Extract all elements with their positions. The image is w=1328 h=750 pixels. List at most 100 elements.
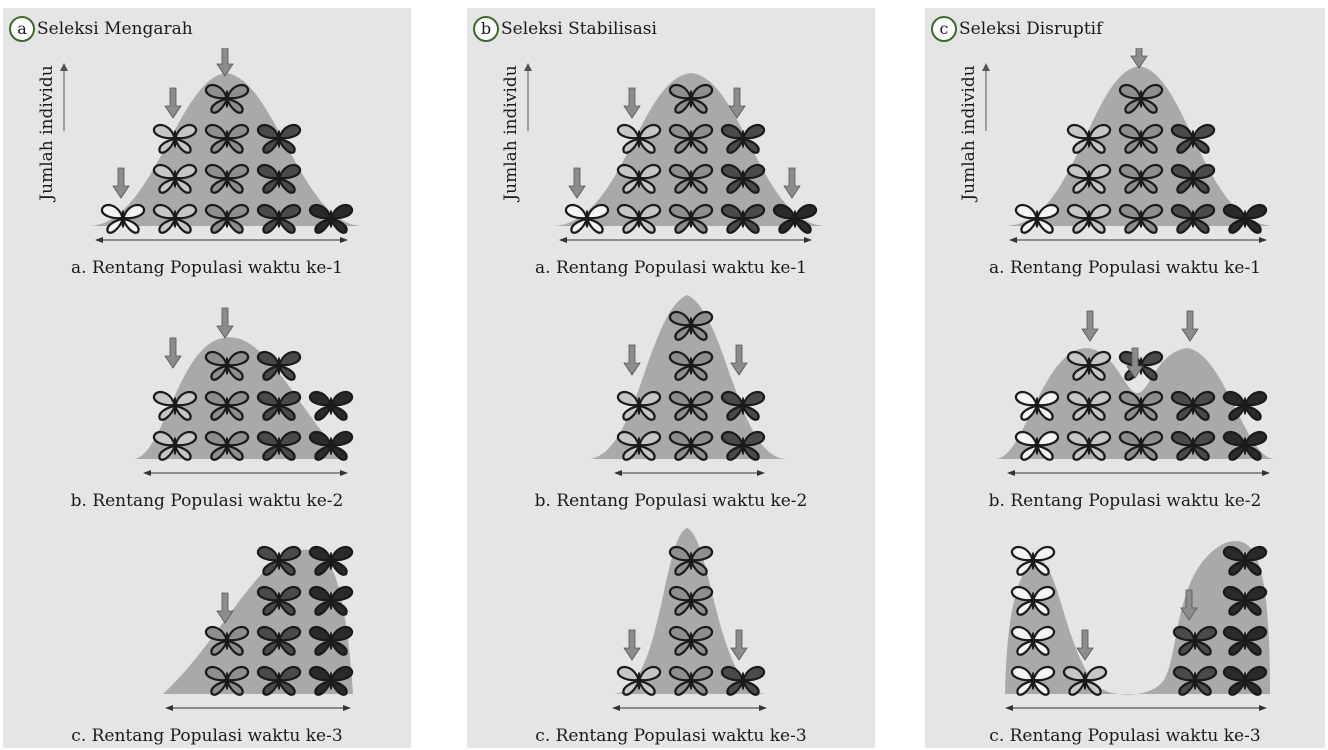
butterfly-icon	[1118, 203, 1164, 234]
butterfly-icon	[1014, 430, 1060, 461]
selection-arrow-icon	[1081, 310, 1099, 342]
butterfly-icon	[204, 83, 250, 114]
butterfly-icon	[668, 430, 714, 461]
butterfly-icon	[204, 665, 250, 696]
butterfly-icon	[720, 430, 766, 461]
butterfly-icon	[152, 430, 198, 461]
butterfly-icon	[668, 203, 714, 234]
butterfly-icon	[1066, 123, 1112, 154]
butterfly-icon	[1170, 430, 1216, 461]
selection-arrow-icon	[730, 344, 748, 376]
selection-arrow-icon	[164, 337, 182, 369]
butterfly-icon	[616, 163, 662, 194]
butterfly-icon	[720, 665, 766, 696]
butterfly-icon	[256, 430, 302, 461]
subfigure-time-3: c. Rentang Populasi waktu ke-3	[925, 528, 1325, 748]
butterfly-icon	[1066, 430, 1112, 461]
butterfly-icon	[1172, 625, 1218, 656]
butterfly-icon	[668, 390, 714, 421]
subfigure-caption: a. Rentang Populasi waktu ke-1	[535, 258, 807, 278]
selection-arrow-icon	[112, 167, 130, 199]
distribution-graphic	[1005, 541, 1270, 711]
subfigure-time-3: c. Rentang Populasi waktu ke-3	[3, 528, 411, 748]
selection-arrow-icon	[1180, 589, 1198, 621]
selection-arrow-icon	[623, 87, 641, 119]
panel-stabilizing-selection: b Seleksi Stabilisasi Jumlah individu a.…	[467, 8, 875, 748]
butterfly-icon	[1222, 625, 1268, 656]
butterfly-icon	[668, 545, 714, 576]
x-axis-double-arrow	[614, 470, 765, 476]
y-axis-arrow-icon	[982, 63, 990, 131]
selection-arrow-icon	[164, 87, 182, 119]
distribution-graphic	[163, 545, 354, 711]
butterfly-icon	[720, 163, 766, 194]
butterfly-icon	[256, 545, 302, 576]
butterfly-icon	[308, 665, 354, 696]
selection-arrow-icon	[216, 592, 234, 624]
butterfly-icon	[204, 350, 250, 381]
selection-arrow-icon	[568, 167, 586, 199]
y-axis-arrow-icon	[524, 63, 532, 131]
subfigure-caption: b. Rentang Populasi waktu ke-2	[70, 491, 344, 511]
panel-disruptive-selection: c Seleksi Disruptif Jumlah individu a. R…	[925, 8, 1325, 748]
butterfly-icon	[1170, 123, 1216, 154]
butterfly-icon	[204, 625, 250, 656]
x-axis-double-arrow	[559, 237, 812, 243]
selection-arrow-icon	[623, 344, 641, 376]
selection-arrow-icon	[216, 307, 234, 339]
distribution-graphic	[587, 295, 787, 476]
distribution-graphic	[88, 48, 363, 243]
butterfly-icon	[204, 390, 250, 421]
distribution-graphic	[1005, 48, 1275, 243]
butterfly-icon	[668, 625, 714, 656]
butterfly-icon	[668, 83, 714, 114]
butterfly-icon	[152, 203, 198, 234]
butterfly-icon	[668, 585, 714, 616]
x-axis-double-arrow	[143, 470, 348, 476]
butterfly-icon	[1066, 203, 1112, 234]
butterfly-icon	[668, 163, 714, 194]
butterfly-icon	[720, 390, 766, 421]
butterfly-icon	[1062, 665, 1108, 696]
butterfly-icon	[256, 350, 302, 381]
subfigure-time-1: a. Rentang Populasi waktu ke-1	[3, 48, 411, 288]
butterfly-icon	[1222, 585, 1268, 616]
panel-title: Seleksi Mengarah	[37, 19, 193, 39]
x-axis-double-arrow	[95, 237, 348, 243]
butterfly-icon	[256, 665, 302, 696]
panel-letter: c	[931, 16, 957, 42]
butterfly-icon	[1222, 390, 1268, 421]
panel-letter: a	[9, 16, 35, 42]
selection-arrow-icon	[783, 167, 801, 199]
butterfly-icon	[616, 430, 662, 461]
butterfly-icon	[1010, 665, 1056, 696]
butterfly-icon	[1170, 390, 1216, 421]
butterfly-icon	[256, 123, 302, 154]
butterfly-icon	[100, 203, 146, 234]
butterfly-icon	[668, 350, 714, 381]
butterfly-icon	[152, 163, 198, 194]
selection-arrow-icon	[1130, 48, 1148, 69]
butterfly-icon	[616, 203, 662, 234]
panel-header: b Seleksi Stabilisasi	[473, 16, 657, 42]
subfigure-time-2: b. Rentang Populasi waktu ke-2	[3, 293, 411, 513]
butterfly-icon	[256, 390, 302, 421]
panel-header: a Seleksi Mengarah	[9, 16, 193, 42]
distribution-graphic	[612, 528, 767, 711]
butterfly-icon	[1170, 203, 1216, 234]
x-axis-double-arrow	[612, 705, 767, 711]
butterfly-icon	[256, 585, 302, 616]
subfigure-caption: a. Rentang Populasi waktu ke-1	[989, 258, 1261, 278]
selection-arrow-icon	[728, 87, 746, 119]
selection-arrow-icon	[1126, 347, 1144, 379]
butterfly-icon	[1118, 163, 1164, 194]
butterfly-icon	[1222, 545, 1268, 576]
panel-letter: b	[473, 16, 499, 42]
butterfly-icon	[1118, 430, 1164, 461]
subfigure-caption: b. Rentang Populasi waktu ke-2	[534, 491, 808, 511]
panel-directional-selection: a Seleksi Mengarah Jumlah individu a. Re…	[3, 8, 411, 748]
butterfly-icon	[308, 203, 354, 234]
subfigure-time-3: c. Rentang Populasi waktu ke-3	[467, 528, 875, 748]
subfigure-caption: c. Rentang Populasi waktu ke-3	[989, 726, 1261, 746]
butterfly-icon	[152, 123, 198, 154]
